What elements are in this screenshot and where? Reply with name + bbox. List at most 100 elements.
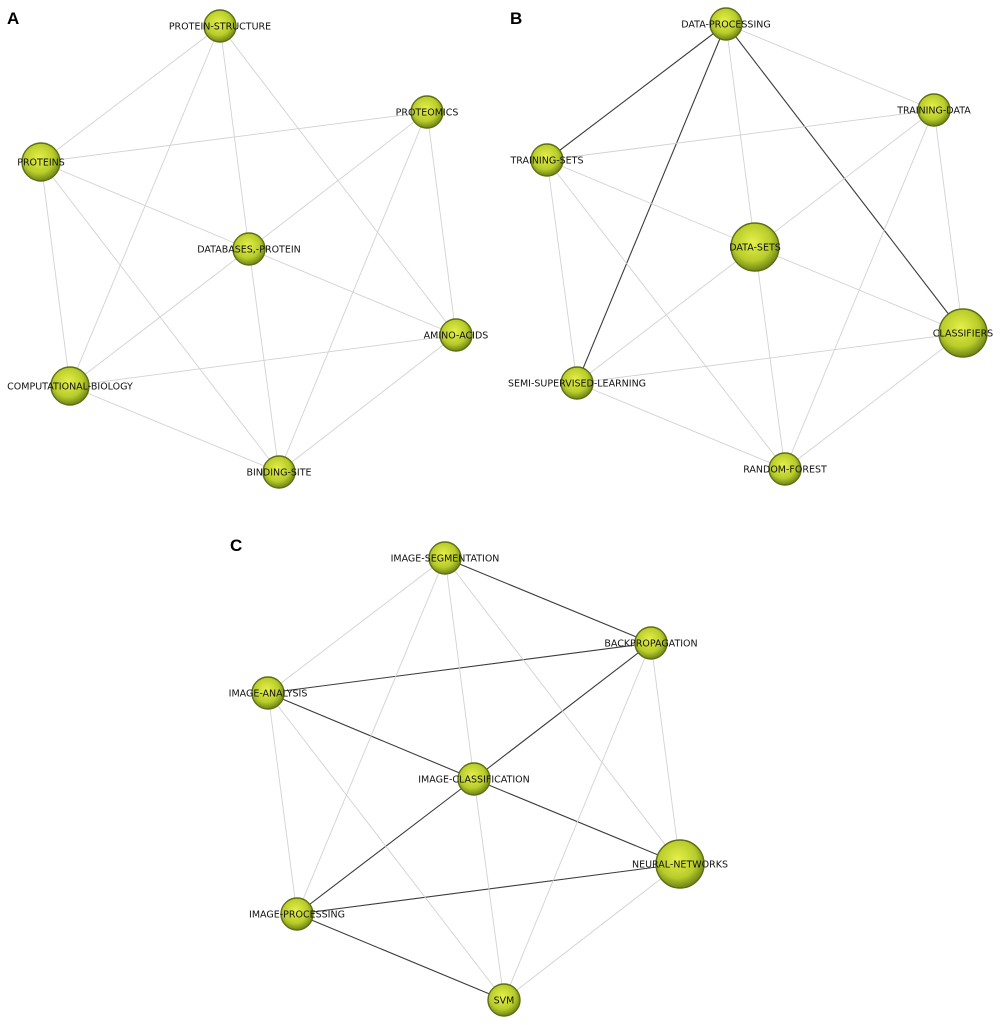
- node-data-sets[interactable]: DATA-SETS: [729, 222, 781, 272]
- node-circle-image-classification[interactable]: [457, 762, 491, 796]
- node-label-backpropagation: BACKPROPAGATION: [604, 639, 697, 650]
- node-label-semi-supervised-learning: SEMI-SUPERVISED-LEARNING: [508, 379, 646, 390]
- node-image-processing[interactable]: IMAGE-PROCESSING: [249, 897, 345, 931]
- edge-image-analysis-image-processing: [267, 692, 298, 915]
- node-circle-proteomics[interactable]: [410, 95, 444, 129]
- node-label-proteins: PROTEINS: [17, 158, 65, 169]
- node-svm[interactable]: SVM: [487, 983, 521, 1017]
- panel-a-nodes: PROTEIN-STRUCTURE PROTEOMICS PROTEINS DATAB…: [7, 9, 489, 489]
- edge-training-sets-data-sets: [546, 159, 756, 248]
- panel-b-nodes: DATA-PROCESSING TRAINING-DATA TRAINING-SET…: [508, 7, 993, 486]
- edge-protein-structure-proteins: [40, 25, 221, 163]
- node-image-classification[interactable]: IMAGE-CLASSIFICATION: [418, 762, 530, 796]
- edge-semi-supervised-learning-random-forest: [576, 382, 786, 470]
- edge-backpropagation-svm: [503, 642, 652, 1001]
- panel-c-nodes: IMAGE-SEGMENTATION BACKPROPAGATION IMAGE-A…: [229, 541, 728, 1017]
- node-neural-networks[interactable]: NEURAL-NETWORKS: [632, 839, 728, 889]
- edge-training-sets-training-data: [546, 109, 935, 161]
- node-circle-semi-supervised-learning[interactable]: [560, 366, 594, 400]
- node-backpropagation[interactable]: BACKPROPAGATION: [604, 626, 698, 660]
- node-random-forest[interactable]: RANDOM-FOREST: [743, 452, 827, 486]
- edge-proteins-proteomics: [40, 111, 428, 163]
- node-circle-classifiers[interactable]: [938, 308, 988, 358]
- node-label-image-classification: IMAGE-CLASSIFICATION: [418, 775, 529, 786]
- node-circle-neural-networks[interactable]: [655, 839, 705, 889]
- edge-image-processing-svm: [296, 913, 505, 1001]
- edge-neural-networks-svm: [503, 863, 681, 1001]
- node-circle-training-sets[interactable]: [530, 143, 564, 177]
- node-binding-site[interactable]: BINDING-SITE: [246, 455, 312, 489]
- node-protein-structure[interactable]: PROTEIN-STRUCTURE: [169, 9, 271, 43]
- node-label-data-processing: DATA-PROCESSING: [681, 20, 770, 31]
- panel-b-edges: [546, 23, 964, 470]
- node-circle-training-data[interactable]: [917, 93, 951, 127]
- node-label-image-processing: IMAGE-PROCESSING: [249, 910, 345, 921]
- node-label-training-data: TRAINING-DATA: [896, 106, 971, 117]
- node-proteomics[interactable]: PROTEOMICS: [396, 95, 459, 129]
- edge-image-analysis-svm: [267, 692, 505, 1001]
- panel-c: C IMAGE-SEGMENTATIONBACKPROPAGATIONIMAGE…: [229, 536, 728, 1017]
- edge-image-classification-svm: [473, 778, 505, 1001]
- node-circle-svm[interactable]: [487, 983, 521, 1017]
- edge-data-processing-training-sets: [546, 23, 727, 161]
- edge-proteomics-databases-protein: [248, 111, 428, 250]
- node-circle-proteins[interactable]: [21, 142, 61, 182]
- edge-training-data-classifiers: [933, 109, 964, 334]
- edge-computational-biology-binding-site: [69, 385, 280, 473]
- node-data-processing[interactable]: DATA-PROCESSING: [681, 7, 771, 41]
- edge-semi-supervised-learning-classifiers: [576, 332, 964, 384]
- edge-training-data-data-sets: [754, 109, 935, 248]
- node-computational-biology[interactable]: COMPUTATIONAL-BIOLOGY: [7, 366, 133, 406]
- node-circle-image-segmentation[interactable]: [428, 541, 462, 575]
- node-label-data-sets: DATA-SETS: [729, 243, 781, 254]
- edge-image-segmentation-image-classification: [444, 557, 475, 780]
- node-label-binding-site: BINDING-SITE: [246, 468, 311, 479]
- node-label-neural-networks: NEURAL-NETWORKS: [632, 860, 728, 871]
- node-circle-image-analysis[interactable]: [251, 676, 285, 710]
- node-image-segmentation[interactable]: IMAGE-SEGMENTATION: [391, 541, 500, 575]
- edge-image-segmentation-image-analysis: [267, 557, 446, 694]
- panel-b: B DATA-PROCESSINGTRAINING-DATATRAINING-S…: [508, 7, 993, 486]
- node-circle-data-processing[interactable]: [709, 7, 743, 41]
- edge-random-forest-classifiers: [784, 332, 964, 470]
- edge-databases-protein-computational-biology: [69, 248, 250, 387]
- node-label-image-segmentation: IMAGE-SEGMENTATION: [391, 554, 500, 565]
- panel-c-edges: [267, 557, 681, 1001]
- edge-computational-biology-amino-acids: [69, 334, 457, 387]
- node-amino-acids[interactable]: AMINO-ACIDS: [424, 318, 489, 352]
- node-label-classifiers: CLASSIFIERS: [933, 329, 993, 340]
- node-label-amino-acids: AMINO-ACIDS: [424, 331, 489, 342]
- node-circle-image-processing[interactable]: [280, 897, 314, 931]
- node-circle-random-forest[interactable]: [768, 452, 802, 486]
- node-databases-protein[interactable]: DATABASES,-PROTEIN: [197, 232, 301, 266]
- edge-proteomics-amino-acids: [426, 111, 457, 336]
- node-circle-amino-acids[interactable]: [439, 318, 473, 352]
- edge-data-sets-semi-supervised-learning: [576, 246, 756, 384]
- node-label-image-analysis: IMAGE-ANALYSIS: [229, 689, 308, 700]
- edge-training-data-random-forest: [784, 109, 935, 470]
- edge-amino-acids-binding-site: [278, 334, 457, 473]
- edge-databases-protein-amino-acids: [248, 248, 457, 336]
- edge-proteins-computational-biology: [40, 161, 71, 387]
- node-circle-data-sets[interactable]: [730, 222, 780, 272]
- node-circle-protein-structure[interactable]: [203, 9, 237, 43]
- node-proteins[interactable]: PROTEINS: [17, 142, 65, 182]
- node-circle-computational-biology[interactable]: [50, 366, 90, 406]
- node-label-databases-protein: DATABASES,-PROTEIN: [197, 245, 301, 256]
- edge-image-segmentation-image-processing: [296, 557, 446, 915]
- node-circle-backpropagation[interactable]: [634, 626, 668, 660]
- panel-a-edges: [40, 25, 457, 473]
- node-circle-databases-protein[interactable]: [232, 232, 266, 266]
- node-training-data[interactable]: TRAINING-DATA: [896, 93, 971, 127]
- edge-data-processing-data-sets: [725, 23, 756, 248]
- node-semi-supervised-learning[interactable]: SEMI-SUPERVISED-LEARNING: [508, 366, 646, 400]
- panel-a: A PROTEIN-STRUCTUREPROTEOMICSPROTEINSDAT…: [7, 9, 489, 489]
- edge-training-sets-semi-supervised-learning: [546, 159, 578, 384]
- node-label-computational-biology: COMPUTATIONAL-BIOLOGY: [7, 382, 133, 393]
- node-label-svm: SVM: [494, 996, 515, 1007]
- node-training-sets[interactable]: TRAINING-SETS: [510, 143, 584, 177]
- node-image-analysis[interactable]: IMAGE-ANALYSIS: [229, 676, 308, 710]
- node-circle-binding-site[interactable]: [262, 455, 296, 489]
- node-classifiers[interactable]: CLASSIFIERS: [933, 308, 993, 358]
